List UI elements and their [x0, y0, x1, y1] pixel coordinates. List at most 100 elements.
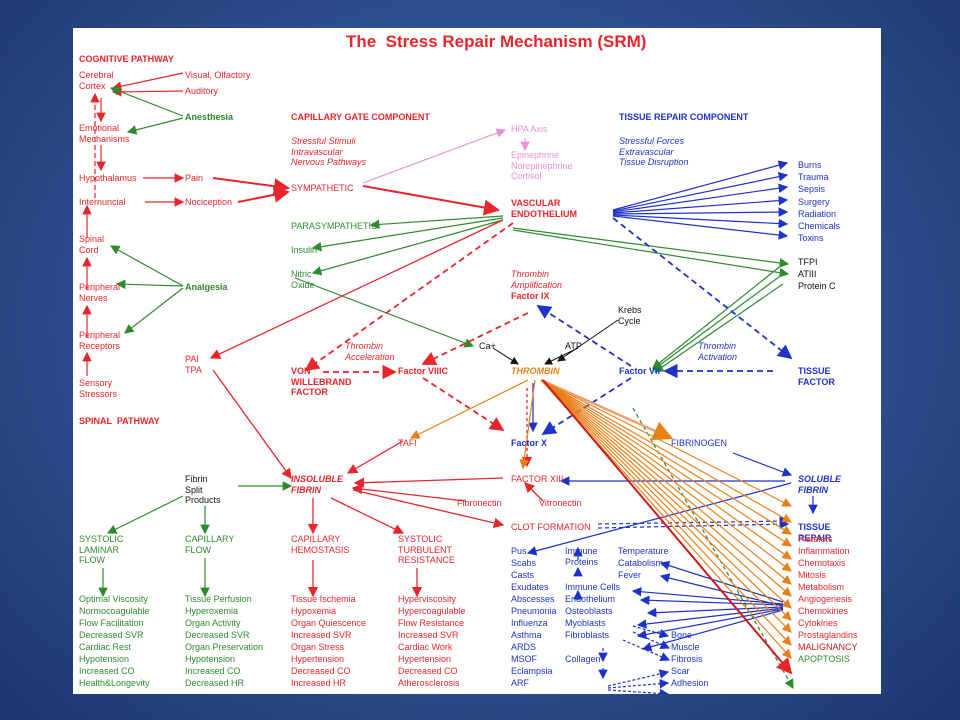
thrombin-malignancy-edge [542, 379, 793, 675]
repair-output-item: Chemotaxis [798, 558, 846, 568]
outcome-item: Atherosclerosis [398, 678, 460, 688]
repair-output-item: Angiogenesis [798, 594, 853, 604]
node-anesthesia: Anesthesia [185, 112, 234, 122]
outcome-item: Cardiac Rest [79, 642, 132, 652]
tissue-item: Muscle [671, 642, 700, 652]
node-immune-proteins: Immune Proteins [565, 546, 599, 567]
outcome-item: Decreased CO [291, 666, 351, 676]
node-factor-ix: Factor IX [511, 291, 550, 301]
outcome-item: Increased SVR [398, 630, 459, 640]
node-sensory-stressors: Sensory Stressors [79, 378, 118, 399]
node-temperature: Temperature [618, 546, 669, 556]
node-sympathetic: SYMPATHETIC [291, 183, 354, 193]
node-factor-x: Factor X [511, 438, 548, 448]
node-immune-cells: Immune Cells [565, 582, 621, 592]
force-trauma: Trauma [798, 172, 829, 182]
outcome-item: Decreased SVR [79, 630, 144, 640]
inhibitor-atiii: ATIII [798, 269, 817, 279]
node-von-willebrand: VON WILLEBRAND FACTOR [291, 366, 352, 398]
outcome-item: Health&Longevity [79, 678, 150, 688]
diagram-edges [82, 72, 818, 694]
node-hypothalamus: Hypothalamus [79, 173, 137, 183]
force-radiation: Radiation [798, 209, 837, 219]
node-fibrin-split: Fibrin Split Products [185, 474, 221, 506]
node-tafi: TAFI [398, 438, 417, 448]
outcome-item: Optimal Viscosity [79, 594, 148, 604]
repair-output-item: Inflammation [798, 546, 850, 556]
outcome-item: Increased HR [291, 678, 347, 688]
node-analgesia: Analgesia [185, 282, 228, 292]
node-osteoblasts: Osteoblasts [565, 606, 613, 616]
label-thrombin-activation: Thrombin Activation [698, 341, 738, 362]
node-fibronectin: Fibronectin [457, 498, 502, 508]
node-tissue-repair: TISSUE REPAIR [798, 522, 832, 543]
capillary-gate-subtitle: Stressful Stimuli Intravascular Nervous … [291, 136, 367, 168]
condition-item: Asthma [511, 630, 542, 640]
outcome-item: Flow Facilitation [79, 618, 144, 628]
hpa-edges [362, 128, 530, 184]
spinal-pathway-header: SPINAL PATHWAY [79, 416, 160, 426]
condition-item: Abscesses [511, 594, 555, 604]
node-hpa-axis: HPA Axis [511, 124, 548, 134]
outcome-item: Hypertension [291, 654, 345, 664]
cognitive-edges [82, 72, 290, 376]
node-soluble-fibrin: SOLUBLE FIBRIN [798, 474, 842, 495]
node-ca: Ca+ [479, 341, 496, 351]
node-nociception: Nociception [185, 197, 233, 207]
node-tissue-factor: TISSUE FACTOR [798, 366, 835, 387]
orange-edges [409, 378, 793, 659]
node-systolic-turbulent: SYSTOLIC TURBULENT RESISTANCE [398, 534, 455, 566]
outcome-item: Organ Quiescence [291, 618, 367, 628]
node-capillary-flow: CAPILLARY FLOW [185, 534, 235, 555]
node-systolic-laminar: SYSTOLIC LAMINAR FLOW [79, 534, 124, 566]
node-catabolism: Catabolism [618, 558, 664, 568]
condition-item: Pneumonia [511, 606, 557, 616]
node-factor-xiii: FACTOR XIII [511, 474, 564, 484]
node-fibrinogen: FIBRINOGEN [671, 438, 728, 448]
capillary-gate-header: CAPILLARY GATE COMPONENT [291, 112, 430, 122]
node-visual-olfactory: Visual, Olfactory [185, 70, 251, 80]
tissue-item: Bone [671, 630, 693, 640]
tissue-item: Fibrosis [671, 654, 703, 664]
condition-item: MSOF [511, 654, 537, 664]
node-internuncial: Internuncial [79, 197, 126, 207]
node-myoblasts: Myoblasts [565, 618, 606, 628]
outcome-item: Tissue Perfusion [185, 594, 252, 604]
node-insulin: Insulin [291, 245, 318, 255]
condition-item: Pus [511, 546, 527, 556]
outcome-item: Decreased SVR [185, 630, 250, 640]
repair-output-item: Chemokines [798, 606, 849, 616]
condition-item: Casts [511, 570, 535, 580]
tissue-item: Adhesion [671, 678, 709, 688]
outcome-item: Hypotension [185, 654, 236, 664]
node-peripheral-receptors: Peripheral Receptors [79, 330, 121, 351]
diagram-title: The Stress Repair Mechanism (SRM) [346, 32, 647, 51]
node-hpa-hormones: Epinephrine Norepinephrine Cortisol [511, 150, 573, 182]
condition-item: Exudates [511, 582, 549, 592]
inhibitor-protein-c: Protein C [798, 281, 836, 291]
tissue-repair-subtitle: Stressful Forces Extravascular Tissue Di… [619, 136, 689, 168]
node-emotional-mechanisms: Emotional Mechanisms [79, 123, 130, 144]
outcome-item: Hyperoxemia [185, 606, 239, 616]
outcome-item: Flow Resistance [398, 618, 465, 628]
node-pai-tpa: PAI TPA [185, 354, 202, 375]
outcome-item: Normocoagulable [79, 606, 150, 616]
condition-item: Influenza [511, 618, 548, 628]
outcome-item: Hypoxemia [291, 606, 337, 616]
outcome-item: Increased CO [79, 666, 135, 676]
force-toxins: Toxins [798, 233, 824, 243]
repair-output-item: Mitosis [798, 570, 827, 580]
node-endothelium: Endothelium [565, 594, 616, 604]
outcome-item: Increased SVR [291, 630, 352, 640]
node-nitric-oxide: Nitric Oxide [291, 269, 315, 290]
repair-output-item: Metabolism [798, 582, 845, 592]
node-krebs-cycle: Krebs Cycle [618, 305, 642, 326]
diagram-slide: The Stress Repair Mechanism (SRM) COGNIT… [73, 28, 881, 694]
node-factor-viiic: Factor VIIIC [398, 366, 449, 376]
force-surgery: Surgery [798, 197, 830, 207]
force-chemicals: Chemicals [798, 221, 841, 231]
node-auditory: Auditory [185, 86, 219, 96]
outcome-item: Organ Stress [291, 642, 345, 652]
node-vascular-endothelium: VASCULAR ENDOTHELIUM [511, 198, 577, 219]
endothelium-edges [209, 185, 544, 598]
